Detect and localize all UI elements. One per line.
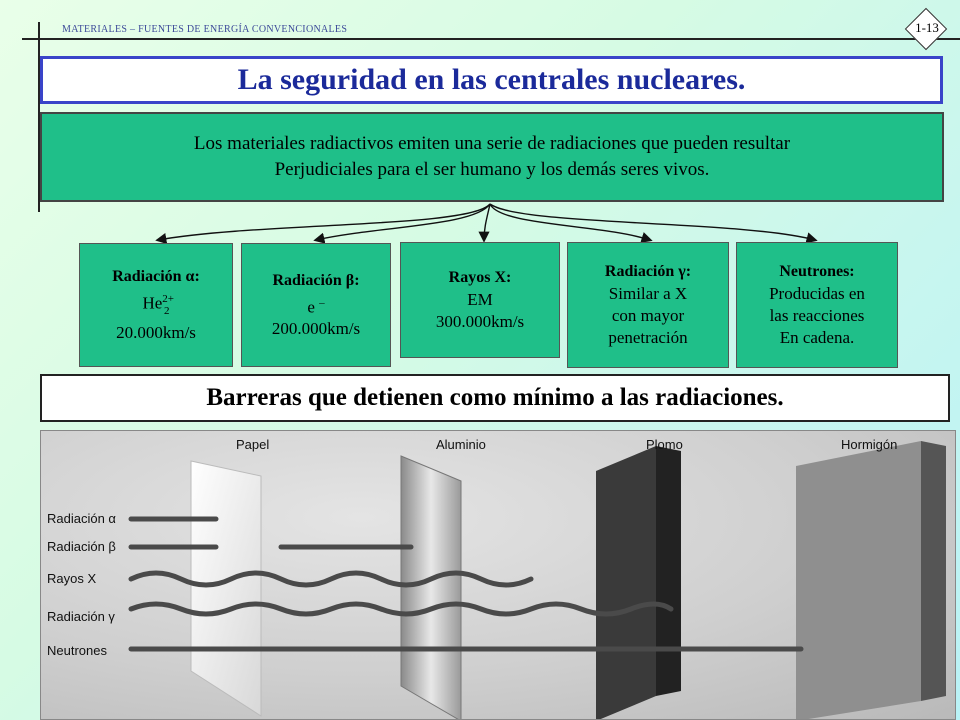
arrow-to-beta	[313, 203, 491, 244]
arrow-to-xray	[478, 203, 491, 243]
beta-speed: 200.000km/s	[271, 319, 361, 339]
material-label-concrete: Hormigón	[841, 437, 897, 452]
beta-formula: e –	[307, 292, 324, 319]
barrier-figure: Papel Aluminio Plomo Hormigón Radiación …	[40, 430, 956, 720]
intro-line-1: Los materiales radiactivos emiten una se…	[193, 133, 791, 154]
beta-heading: Radiación β:	[272, 271, 360, 289]
section-header: MATERIALES – FUENTES DE ENERGÍA CONVENCI…	[62, 24, 348, 35]
xray-speed: 300.000km/s	[435, 312, 525, 331]
radiation-neutron-box: Neutrones: Producidas en las reacciones …	[736, 242, 898, 368]
neutron-line-3: En cadena.	[779, 328, 855, 347]
beta-formula-base: e	[307, 297, 315, 317]
material-label-paper: Papel	[236, 437, 269, 452]
barrier-figure-drawing: Papel Aluminio Plomo Hormigón Radiación …	[47, 437, 946, 719]
radiation-beta-box: Radiación β: e – 200.000km/s	[241, 243, 391, 367]
neutron-line-1: Producidas en	[769, 284, 865, 303]
arrow-to-alpha	[155, 203, 491, 245]
intro-box: Los materiales radiactivos emiten una se…	[40, 112, 944, 202]
row-label-alpha: Radiación α	[47, 511, 116, 526]
alpha-formula-count: 2	[164, 304, 170, 317]
alpha-formula-base: He	[142, 294, 163, 314]
title-box: La seguridad en las centrales nucleares.	[40, 56, 943, 104]
page-number-badge: 1-13	[904, 7, 948, 51]
xray-type: EM	[467, 290, 493, 309]
header-rule-vertical	[38, 22, 40, 212]
gamma-line-1: Similar a X	[608, 284, 688, 303]
row-label-beta: Radiación β	[47, 539, 116, 554]
barriers-title-box: Barreras que detienen como mínimo a las …	[40, 374, 950, 422]
radiation-gamma-box: Radiación γ: Similar a X con mayor penet…	[567, 242, 729, 368]
header-rule-horizontal	[22, 38, 960, 40]
radiation-alpha-box: Radiación α: He2+2 20.000km/s	[79, 243, 233, 367]
alpha-formula-charge: 2+	[162, 293, 175, 306]
neutron-line-2: las reacciones	[769, 306, 865, 325]
arrow-to-neutron	[489, 203, 818, 244]
material-label-lead: Plomo	[646, 437, 683, 452]
arrow-to-gamma	[489, 203, 653, 243]
alpha-heading: Radiación α:	[112, 268, 200, 286]
concrete-block	[796, 441, 921, 719]
row-label-gamma: Radiación γ	[47, 609, 115, 624]
page-number: 1-13	[915, 20, 939, 35]
barriers-title: Barreras que detienen como mínimo a las …	[206, 384, 784, 411]
gamma-line-2: con mayor	[611, 306, 685, 325]
page-title: La seguridad en las centrales nucleares.	[237, 63, 746, 96]
neutron-heading: Neutrones:	[779, 263, 855, 280]
alpha-formula: He2+2	[142, 288, 174, 321]
paper-sheet	[190, 460, 262, 717]
lead-block	[596, 446, 656, 719]
beta-formula-charge: –	[319, 296, 325, 309]
xray-heading: Rayos X:	[448, 269, 512, 286]
radiation-xray-box: Rayos X: EM 300.000km/s	[400, 242, 560, 358]
material-label-aluminium: Aluminio	[436, 437, 486, 452]
gamma-line-3: penetración	[608, 328, 688, 347]
aluminium-plate	[400, 455, 462, 719]
row-label-neutron: Neutrones	[47, 643, 107, 658]
gamma-heading: Radiación γ:	[604, 263, 692, 280]
alpha-speed: 20.000km/s	[116, 322, 196, 342]
intro-line-2: Perjudiciales para el ser humano y los d…	[274, 159, 710, 180]
row-label-xray: Rayos X	[47, 571, 96, 586]
